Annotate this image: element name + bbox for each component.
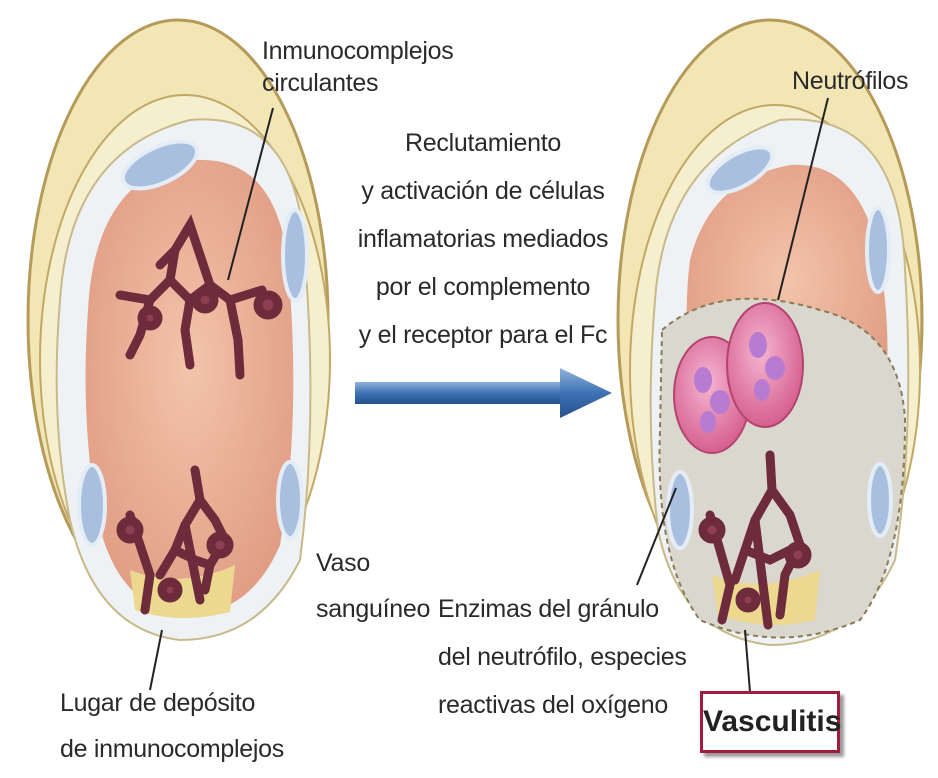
right-endothelial-cell-3 — [668, 472, 692, 548]
label-reclutamiento-line4: por el complemento — [338, 272, 628, 303]
label-neutrofilos: Neutrófilos — [792, 66, 908, 97]
label-inmunocomplejos-line2: circulantes — [262, 68, 378, 99]
left-endothelial-cell-4 — [278, 462, 302, 538]
left-endothelial-cell-3 — [79, 465, 105, 545]
label-reclutamiento-line3: inflamatorias mediados — [338, 224, 628, 255]
leader-lugar-deposito — [150, 630, 162, 690]
recruitment-arrow — [355, 368, 612, 418]
neutrophil-2 — [727, 303, 803, 427]
right-endothelial-cell-4 — [869, 464, 891, 536]
label-vaso-line2: sanguíneo — [316, 594, 430, 625]
label-enzimas-line3: reactivas del oxígeno — [438, 690, 668, 721]
right-vessel — [618, 20, 922, 645]
vasculitis-box: Vasculitis — [700, 691, 840, 753]
right-endothelial-cell-2 — [867, 208, 889, 292]
label-reclutamiento-line2: y activación de células — [338, 176, 628, 207]
left-vessel — [28, 20, 330, 640]
label-lugar-line2: de inmunocomplejos — [60, 734, 284, 765]
label-reclutamiento-line1: Reclutamiento — [338, 128, 628, 159]
left-endothelial-cell-2 — [283, 210, 307, 300]
label-inmunocomplejos-line1: Inmunocomplejos — [262, 36, 453, 67]
label-enzimas-line1: Enzimas del gránulo — [438, 594, 659, 625]
label-vaso-line1: Vaso — [316, 548, 370, 579]
label-lugar-line1: Lugar de depósito — [60, 688, 255, 719]
label-enzimas-line2: del neutrófilo, especies — [438, 642, 687, 673]
label-reclutamiento-line5: y el receptor para el Fc — [338, 320, 628, 351]
vasculitis-label: Vasculitis — [703, 694, 837, 750]
